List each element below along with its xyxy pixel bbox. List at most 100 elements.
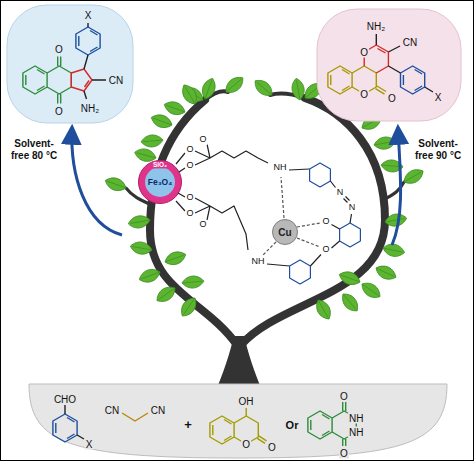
leaf (127, 214, 151, 230)
pyrazolophthalazine-structure-part (71, 69, 92, 91)
reactant-structures-part (308, 402, 356, 446)
atom-label: CN (104, 405, 120, 416)
pyrazolophthalazine-structure (23, 23, 106, 104)
leaf (137, 266, 162, 285)
pyranochromene-structure-part-part (403, 70, 422, 91)
tree-trunk-part (241, 98, 385, 345)
catalyst-ligand-part (310, 225, 339, 267)
leaf (181, 275, 204, 289)
catalyst-ligand-part (195, 198, 248, 250)
product-cloud-outline (6, 4, 134, 124)
leaf (338, 290, 361, 315)
pyrazolophthalazine-structure-part-part (23, 66, 47, 94)
catalyst-ligand-part-part (297, 223, 320, 227)
leaf (290, 77, 306, 101)
magnetic-nanoparticle: SiO₂Fe₃O₄ (138, 160, 182, 204)
atom-label: O (185, 161, 194, 171)
pyranochromene-structure-part-part (376, 86, 387, 94)
reactant-structures-part-part (343, 402, 346, 446)
leaf (251, 76, 276, 99)
reactant-structures-part-part (53, 414, 77, 442)
pyrazolophthalazine-structure-part-part (85, 81, 90, 88)
atom-label: Or (285, 419, 300, 431)
reaction-arrows-part (392, 128, 401, 245)
reactant-structures-part-part (246, 408, 266, 443)
pyrazolophthalazine-structure-part-part (26, 70, 45, 91)
pyranochromene-structure-part (401, 66, 425, 94)
pyrazolophthalazine-structure-part-part (76, 27, 100, 55)
pyranochromene-structure-part-part (364, 45, 388, 73)
pyrazolophthalazine-structure-part-part (71, 69, 92, 91)
reactant-structures-part (122, 413, 148, 421)
reaction-arrows-part (72, 128, 122, 235)
atom-label: O (54, 106, 64, 117)
atom-label: O (321, 245, 330, 255)
atom-label: O (321, 217, 330, 227)
reactant-structures-part-part (234, 416, 258, 444)
atom-label: Cu (277, 227, 292, 238)
product-cloud: XCNNH₂OO (6, 4, 134, 124)
atom-label: CN (108, 75, 124, 86)
leaf (129, 240, 153, 256)
pyrazolophthalazine-structure-part (23, 57, 71, 104)
catalyst-ligand-part (267, 169, 310, 266)
atom-label: N (348, 203, 357, 213)
catalyst-ligand-part (263, 177, 320, 255)
leaf (162, 99, 187, 118)
reaction-condition: Solvent- free 80 °C (4, 138, 64, 161)
leaf (359, 279, 384, 301)
leaf (337, 269, 362, 288)
pyranochromene-structure-part-part (352, 66, 376, 94)
atom-label: CN (402, 37, 418, 48)
leaf (163, 249, 188, 268)
leaf (384, 212, 408, 228)
reactant-structures-part (210, 408, 267, 444)
pyrazolophthalazine-structure-part-part (58, 57, 61, 104)
catalyst-ligand-part (310, 163, 331, 187)
atom-label: O (339, 447, 349, 458)
tree-trunk-part (150, 100, 237, 345)
reaction-condition: Solvent- free 90 °C (408, 138, 468, 161)
catalyst-ligand-part-part (263, 242, 276, 255)
atom-label: NH (273, 163, 288, 173)
atom-label: Fe₃O₄ (147, 178, 174, 187)
leaf (103, 175, 128, 194)
pyranochromene-structure-part (376, 34, 433, 92)
catalyst-ligand-part (340, 223, 361, 247)
pyrazolophthalazine-structure-part-part (79, 31, 98, 52)
catalyst-ligand-part-part (297, 238, 320, 247)
reactant-structures-part-part (56, 418, 75, 439)
reactant-structures-part (65, 405, 84, 439)
reactant-structures-part (53, 414, 77, 442)
leaf (401, 166, 426, 187)
leaf (199, 76, 218, 101)
atom-label: OH (238, 396, 255, 407)
atom-label: O (387, 92, 397, 103)
reactant-structures-part-part (213, 420, 232, 441)
leaf (313, 297, 334, 322)
reaction-arrows (72, 128, 401, 245)
atom-label: NH₂ (366, 21, 386, 32)
atom-label: NH (348, 427, 364, 438)
reactant-structures-part-part (311, 415, 330, 436)
atom-label: X (434, 92, 443, 103)
tree-trunk (126, 91, 404, 395)
leaf (373, 263, 398, 283)
atom-label: NH₂ (80, 103, 100, 114)
catalyst-ligand-part (195, 144, 268, 165)
catalyst-ligand (176, 144, 360, 284)
reactant-structures-part-part (308, 411, 332, 439)
pyrazolophthalazine-structure-part-part (47, 66, 71, 94)
leaf (222, 73, 247, 96)
atom-label: O (54, 44, 64, 55)
atom-label: + (183, 418, 193, 432)
catalyst-ligand-part (176, 153, 185, 211)
atom-label: NH (251, 257, 266, 267)
atom-label: O (339, 391, 349, 402)
atom-label: O (198, 135, 207, 145)
leaf (141, 134, 164, 148)
pyranochromene-structure-part-part (378, 49, 386, 54)
pyrazolophthalazine-structure-part (76, 27, 100, 55)
pyranochromene-structure-part-part (328, 66, 352, 94)
